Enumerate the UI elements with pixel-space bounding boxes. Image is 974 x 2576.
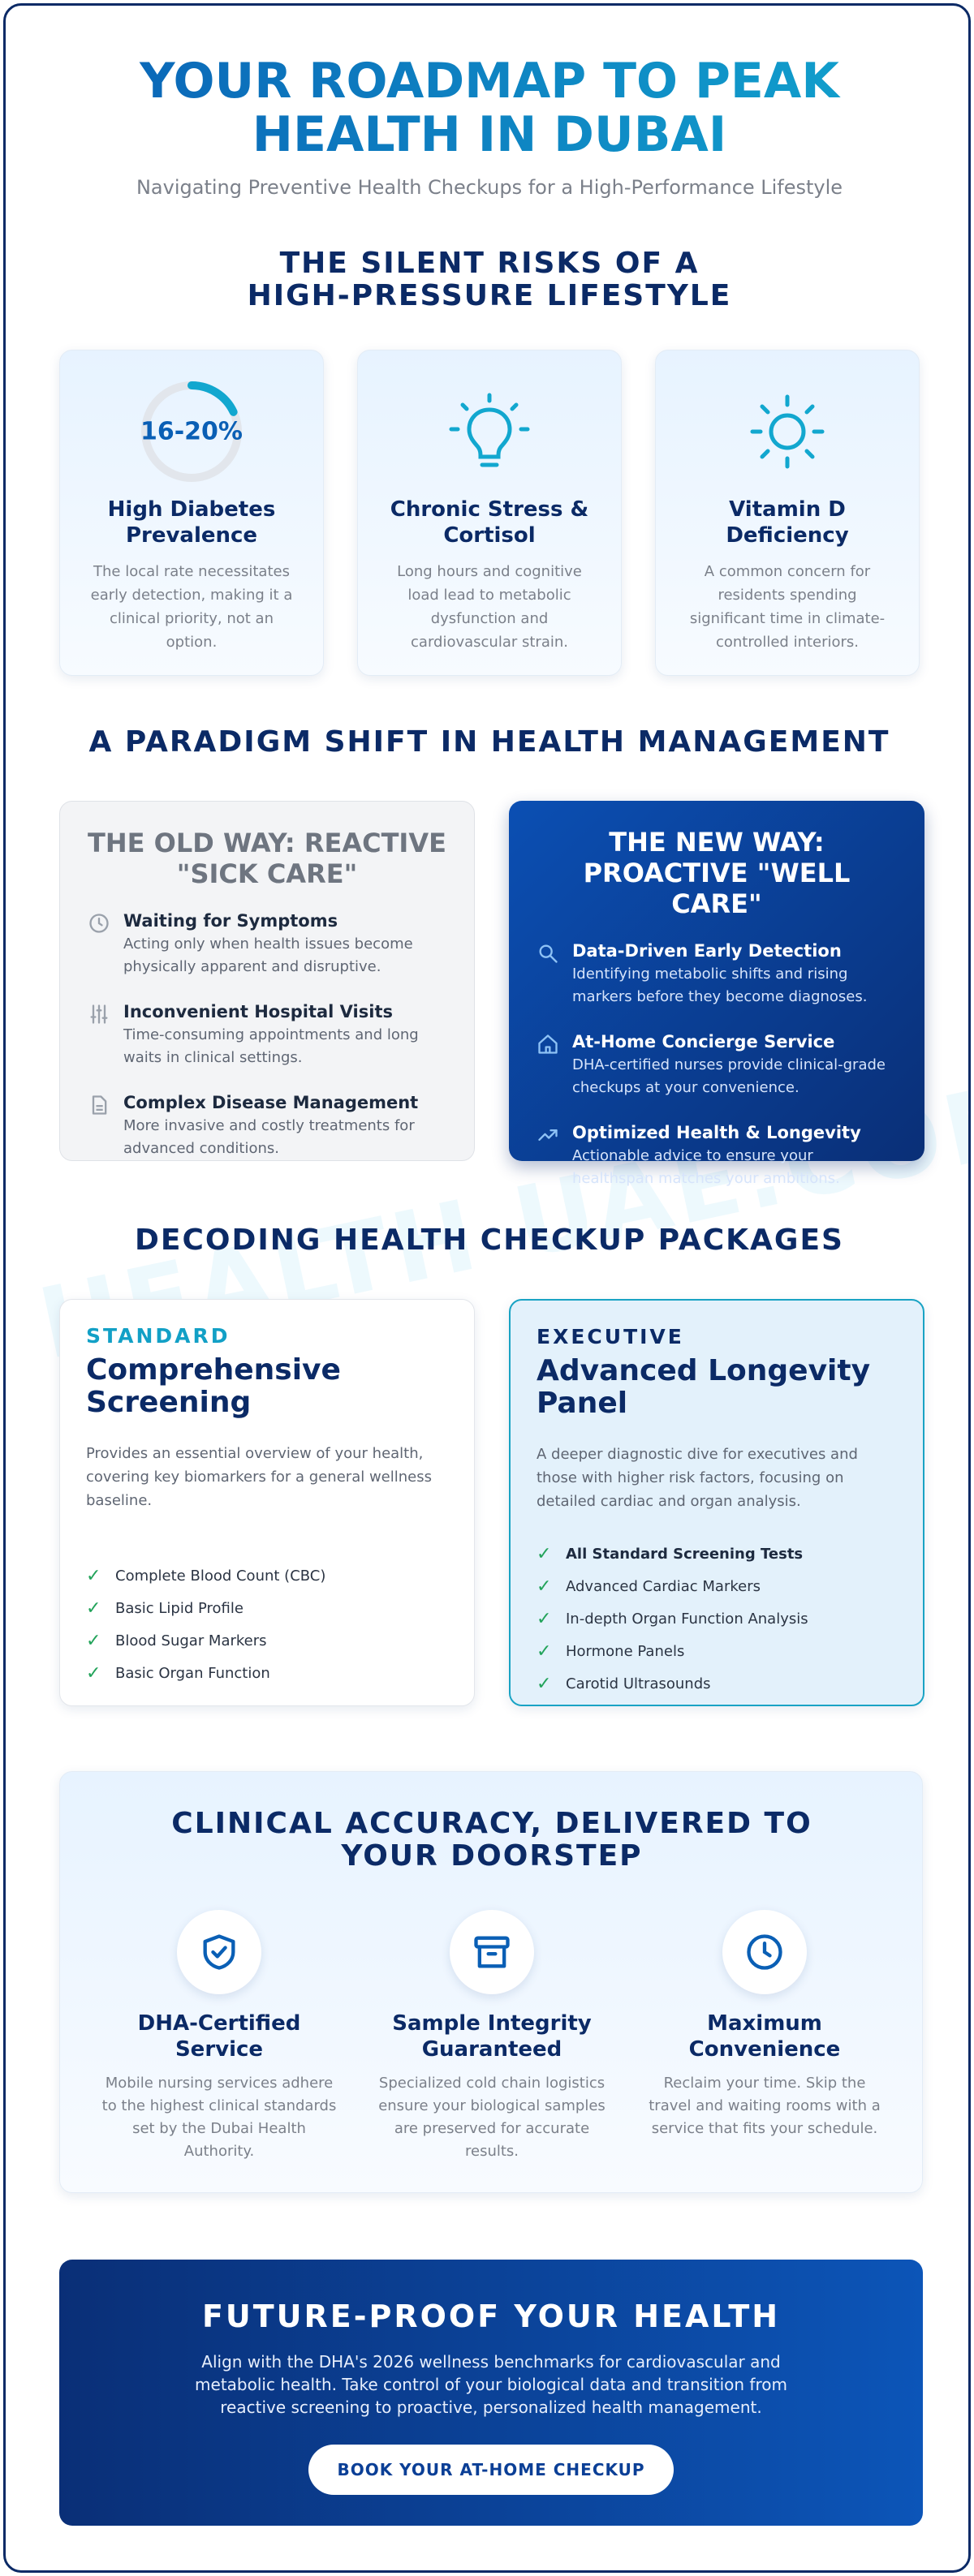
search-icon bbox=[539, 944, 558, 963]
package-name: Advanced Longevity Panel bbox=[537, 1354, 871, 1420]
risk-card-text: The local rate necessitates early detect… bbox=[90, 563, 293, 651]
feature-convenience: Maximum Convenience Reclaim your time. S… bbox=[643, 1910, 886, 2140]
lightbulb-icon bbox=[449, 393, 530, 467]
sliders-icon bbox=[90, 1004, 108, 1024]
old-way-card: THE OLD WAY: REACTIVE "SICK CARE" Waitin… bbox=[59, 801, 475, 1161]
list-item: ✓Basic Lipid Profile bbox=[86, 1598, 244, 1619]
new-way-item: Optimized Health & Longevity Actionable … bbox=[537, 1122, 897, 1190]
executive-package-card: EXECUTIVE Advanced Longevity Panel A dee… bbox=[509, 1299, 924, 1706]
package-description: A deeper diagnostic dive for executives … bbox=[537, 1446, 858, 1510]
page-title-line-1: YOUR ROADMAP TO PEAK bbox=[140, 53, 839, 110]
new-way-title: THE NEW WAY: PROACTIVE "WELL CARE" bbox=[583, 827, 851, 919]
list-item: ✓Carotid Ultrasounds bbox=[537, 1674, 711, 1694]
book-checkup-button[interactable]: BOOK YOUR AT-HOME CHECKUP bbox=[308, 2445, 674, 2495]
package-feature-list: ✓All Standard Screening Tests ✓Advanced … bbox=[537, 1544, 897, 1694]
cta-banner: FUTURE-PROOF YOUR HEALTH Align with the … bbox=[59, 2260, 923, 2526]
percent-ring-icon: 16-20% bbox=[83, 375, 300, 488]
list-item: ✓Blood Sugar Markers bbox=[86, 1631, 267, 1651]
check-icon: ✓ bbox=[537, 1609, 552, 1629]
new-way-item-title: Data-Driven Early Detection bbox=[572, 941, 842, 961]
diabetes-stat: 16-20% bbox=[140, 417, 243, 446]
check-icon: ✓ bbox=[86, 1631, 101, 1651]
old-way-item-title: Waiting for Symptoms bbox=[123, 911, 338, 931]
feature-text: Specialized cold chain logistics ensure … bbox=[378, 2075, 606, 2160]
trending-up-icon bbox=[538, 1129, 558, 1141]
cta-text: Align with the DHA's 2026 wellness bench… bbox=[195, 2352, 787, 2417]
package-tier: STANDARD bbox=[86, 1324, 231, 1348]
list-item: ✓Complete Blood Count (CBC) bbox=[86, 1566, 326, 1586]
package-tier: EXECUTIVE bbox=[537, 1325, 684, 1348]
package-feature-list: ✓Complete Blood Count (CBC) ✓Basic Lipid… bbox=[86, 1566, 448, 1684]
paradigm-title: A PARADIGM SHIFT IN HEALTH MANAGEMENT bbox=[88, 725, 890, 759]
home-icon bbox=[538, 1034, 558, 1054]
risk-card-stress: Chronic Stress & Cortisol Long hours and… bbox=[357, 350, 622, 676]
clock-icon bbox=[747, 1934, 782, 1970]
document-icon bbox=[92, 1095, 107, 1115]
cta-title: FUTURE-PROOF YOUR HEALTH bbox=[201, 2299, 781, 2334]
feature-title: Maximum Convenience bbox=[688, 2011, 841, 2062]
package-name: Comprehensive Screening bbox=[86, 1353, 341, 1419]
clinical-section: CLINICAL ACCURACY, DELIVERED TO YOUR DOO… bbox=[59, 1771, 923, 2193]
old-way-item: Inconvenient Hospital Visits Time-consum… bbox=[88, 1001, 446, 1069]
risk-card-text: A common concern for residents spending … bbox=[689, 563, 886, 651]
risk-card-text: Long hours and cognitive load lead to me… bbox=[397, 563, 582, 651]
package-description: Provides an essential overview of your h… bbox=[86, 1445, 432, 1509]
old-way-item-title: Complex Disease Management bbox=[123, 1093, 419, 1112]
check-icon: ✓ bbox=[86, 1598, 101, 1619]
archive-box-icon bbox=[474, 1936, 510, 1968]
old-way-item-text: Time-consuming appointments and long wai… bbox=[123, 1026, 419, 1066]
check-icon: ✓ bbox=[537, 1576, 552, 1597]
risk-card-title: High Diabetes Prevalence bbox=[107, 497, 276, 548]
new-way-item: Data-Driven Early Detection Identifying … bbox=[537, 940, 897, 1008]
list-item: ✓In-depth Organ Function Analysis bbox=[537, 1609, 808, 1629]
page-subtitle: Navigating Preventive Health Checkups fo… bbox=[136, 176, 843, 199]
check-icon: ✓ bbox=[537, 1544, 552, 1564]
new-way-item-title: At-Home Concierge Service bbox=[572, 1032, 835, 1051]
old-way-item-title: Inconvenient Hospital Visits bbox=[123, 1002, 393, 1021]
page-title-line-2: HEALTH IN DUBAI bbox=[252, 106, 727, 163]
clinical-title: CLINICAL ACCURACY, DELIVERED TO YOUR DOO… bbox=[171, 1807, 812, 1873]
list-item: ✓Basic Organ Function bbox=[86, 1663, 270, 1684]
feature-sample-integrity: Sample Integrity Guaranteed Specialized … bbox=[370, 1910, 614, 2163]
page-frame: HEALTH UAE.COM YOUR ROADMAP TO PEAK HEAL… bbox=[3, 3, 971, 2573]
risk-card-title: Chronic Stress & Cortisol bbox=[390, 497, 589, 548]
list-item: ✓All Standard Screening Tests bbox=[537, 1544, 804, 1564]
new-way-item: At-Home Concierge Service DHA-certified … bbox=[537, 1031, 897, 1099]
hero: YOUR ROADMAP TO PEAK HEALTH IN DUBAI Nav… bbox=[6, 53, 968, 199]
shield-check-icon bbox=[203, 1934, 235, 1970]
old-way-item-text: Acting only when health issues become ph… bbox=[123, 935, 413, 975]
risk-card-diabetes: 16-20% High Diabetes Prevalence The loca… bbox=[59, 350, 324, 676]
check-icon: ✓ bbox=[86, 1663, 101, 1684]
new-way-item-text: Actionable advice to ensure your healths… bbox=[572, 1147, 840, 1187]
new-way-item-text: DHA-certified nurses provide clinical-gr… bbox=[572, 1056, 886, 1096]
standard-package-card: STANDARD Comprehensive Screening Provide… bbox=[59, 1299, 475, 1706]
risk-card-title: Vitamin D Deficiency bbox=[726, 497, 849, 548]
list-item: ✓Hormone Panels bbox=[537, 1641, 685, 1662]
old-way-item-text: More invasive and costly treatments for … bbox=[123, 1117, 415, 1157]
new-way-card: THE NEW WAY: PROACTIVE "WELL CARE" Data-… bbox=[509, 801, 924, 1187]
new-way-item-text: Identifying metabolic shifts and rising … bbox=[572, 965, 868, 1005]
page-title: YOUR ROADMAP TO PEAK HEALTH IN DUBAI bbox=[6, 53, 968, 163]
packages-title: DECODING HEALTH CHECKUP PACKAGES bbox=[135, 1223, 844, 1257]
old-way-item: Complex Disease Management More invasive… bbox=[88, 1092, 446, 1160]
sun-icon bbox=[750, 394, 825, 469]
check-icon: ✓ bbox=[86, 1566, 101, 1586]
feature-text: Mobile nursing services adhere to the hi… bbox=[101, 2075, 337, 2160]
feature-dha-certified: DHA-Certified Service Mobile nursing ser… bbox=[97, 1910, 341, 2163]
check-icon: ✓ bbox=[537, 1641, 552, 1662]
feature-text: Reclaim your time. Skip the travel and w… bbox=[649, 2075, 881, 2137]
clock-icon bbox=[89, 914, 109, 933]
check-icon: ✓ bbox=[537, 1674, 552, 1694]
risk-card-vitamin-d: Vitamin D Deficiency A common concern fo… bbox=[655, 350, 920, 676]
old-way-title: THE OLD WAY: REACTIVE "SICK CARE" bbox=[88, 828, 446, 889]
old-way-item: Waiting for Symptoms Acting only when he… bbox=[88, 910, 446, 978]
risks-title: THE SILENT RISKS OF A HIGH-PRESSURE LIFE… bbox=[247, 247, 732, 312]
list-item: ✓Advanced Cardiac Markers bbox=[537, 1576, 761, 1597]
feature-title: Sample Integrity Guaranteed bbox=[392, 2011, 592, 2062]
feature-title: DHA-Certified Service bbox=[137, 2011, 301, 2062]
new-way-item-title: Optimized Health & Longevity bbox=[572, 1123, 861, 1142]
